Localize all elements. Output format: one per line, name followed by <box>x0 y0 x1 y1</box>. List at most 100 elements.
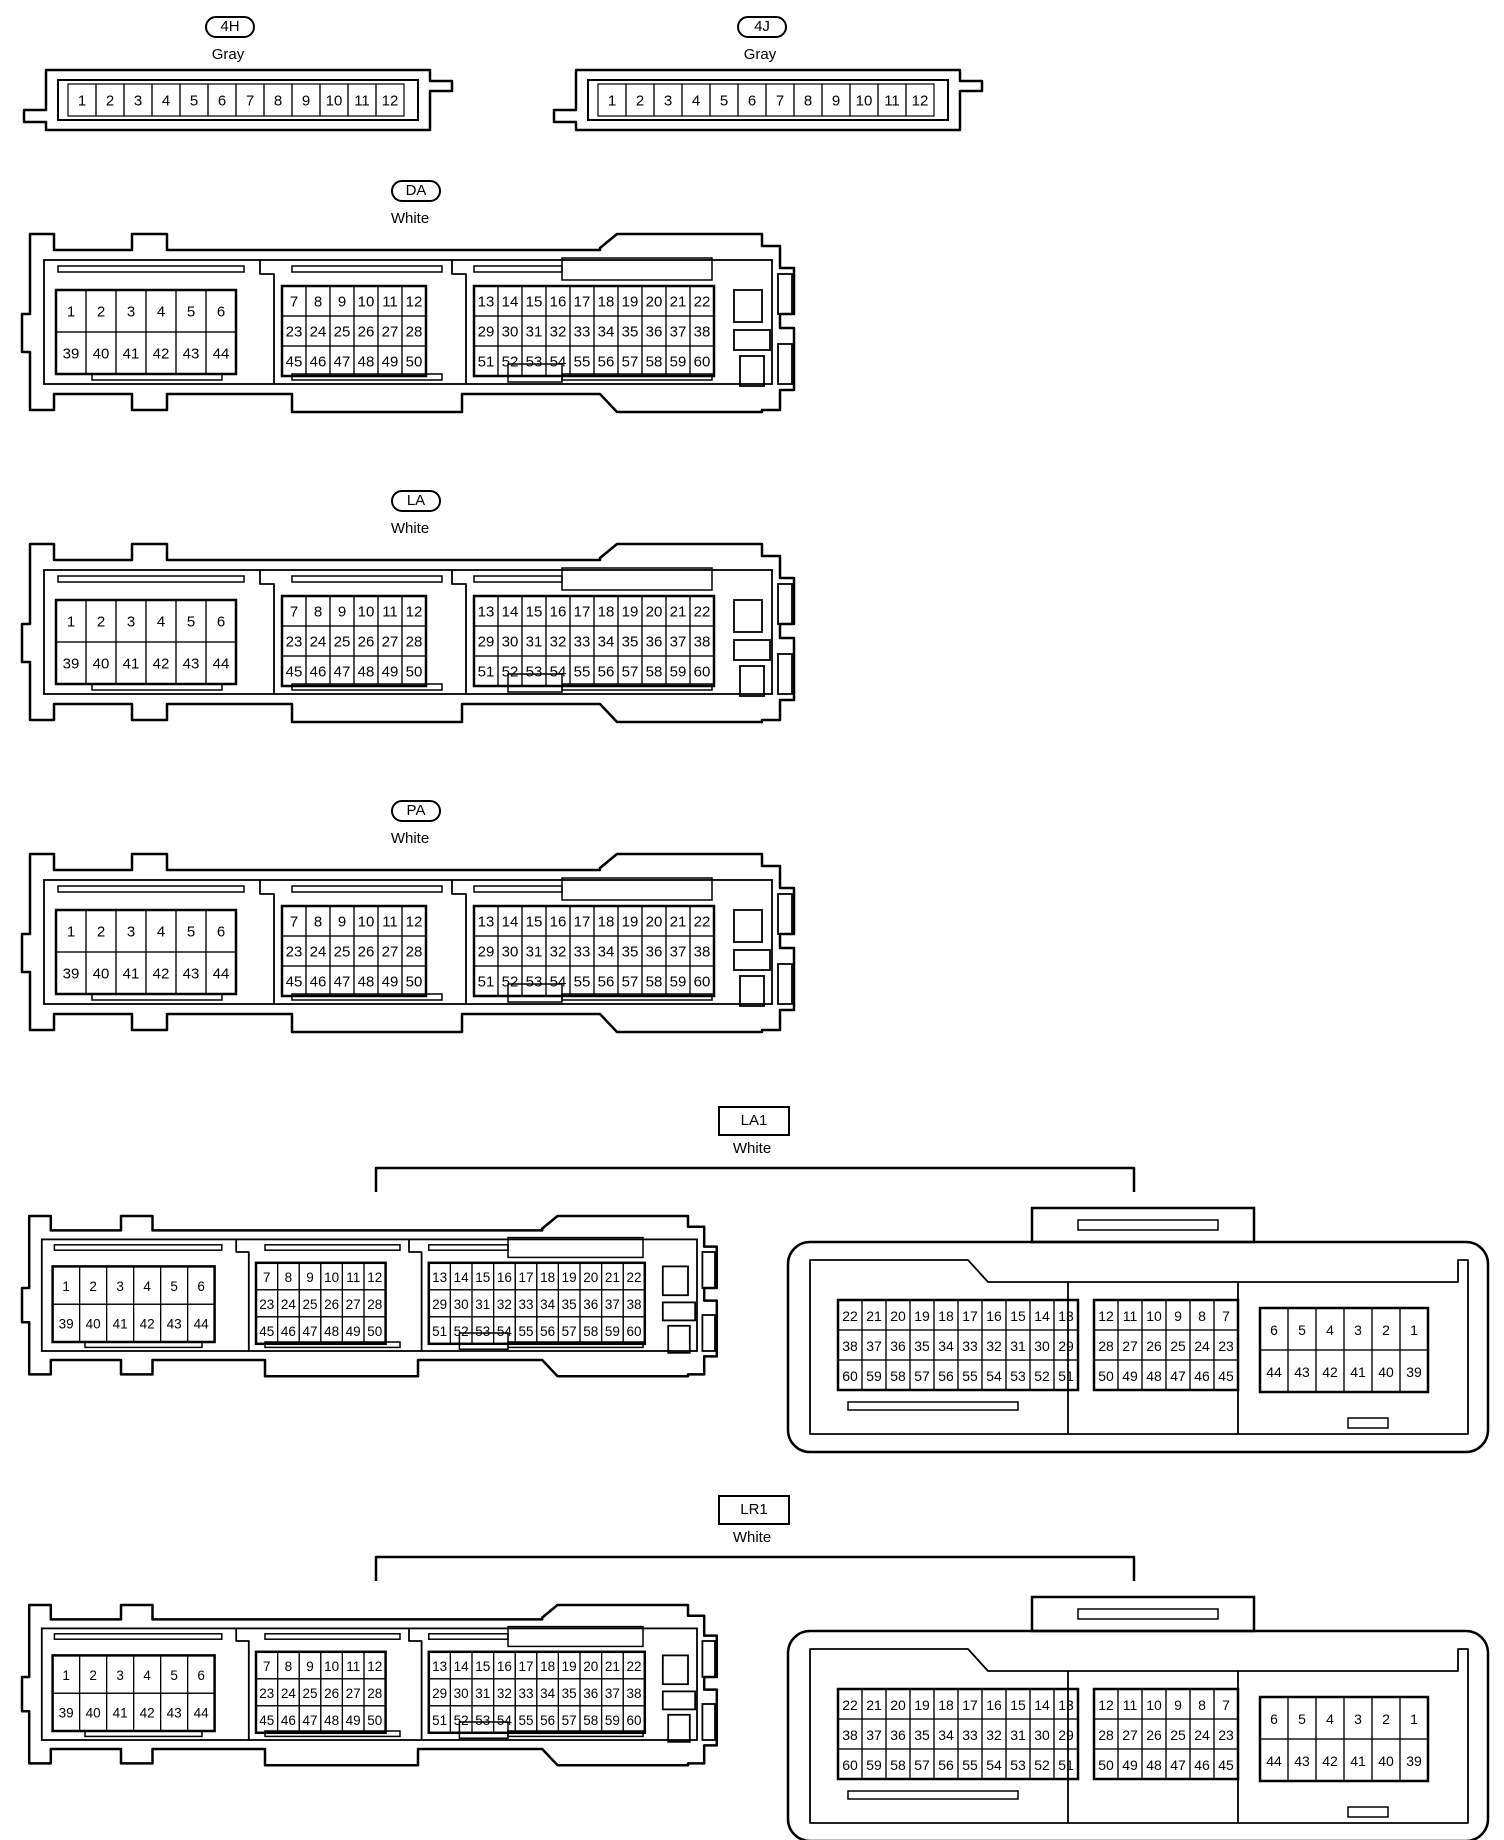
pin-12: 12 <box>367 1659 382 1674</box>
pin-53: 53 <box>1010 1368 1026 1384</box>
pin-47: 47 <box>302 1324 317 1339</box>
pin-32: 32 <box>550 324 567 341</box>
connector-la-color: White <box>390 520 430 537</box>
pin-9: 9 <box>338 294 346 311</box>
pin-32: 32 <box>550 634 567 651</box>
pin-8: 8 <box>314 914 322 931</box>
pin-2: 2 <box>97 924 105 941</box>
pin-11: 11 <box>884 93 900 110</box>
pin-14: 14 <box>502 294 519 311</box>
pin-4: 4 <box>157 614 165 631</box>
pin-10: 10 <box>358 604 375 621</box>
pin-9: 9 <box>338 604 346 621</box>
pin-12: 12 <box>406 294 423 311</box>
connector-da-color: White <box>390 210 430 227</box>
pin-14: 14 <box>454 1659 470 1674</box>
pin-1: 1 <box>1410 1711 1418 1727</box>
pin-45: 45 <box>1218 1368 1234 1384</box>
lr1-left-block2-pin-cell <box>363 1705 387 1734</box>
pin-48: 48 <box>1146 1757 1162 1773</box>
pin-4: 4 <box>162 93 170 110</box>
connector-la1-id: LA1 <box>718 1106 790 1136</box>
pin-48: 48 <box>358 354 375 371</box>
pin-5: 5 <box>190 93 198 110</box>
pin-47: 47 <box>1170 1368 1186 1384</box>
pin-43: 43 <box>183 346 200 363</box>
latch-slot <box>458 1721 509 1739</box>
connector-la-divider <box>259 570 275 694</box>
pin-19: 19 <box>562 1659 577 1674</box>
pin-48: 48 <box>1146 1368 1162 1384</box>
pin-37: 37 <box>605 1686 620 1701</box>
latch-slot <box>473 575 563 583</box>
side-tab <box>777 343 793 385</box>
connector-c4h-body <box>22 68 454 132</box>
latch-slot <box>561 877 713 901</box>
da-block3-pin-cell <box>689 345 715 377</box>
pin-50: 50 <box>406 664 423 681</box>
pin-36: 36 <box>646 944 663 961</box>
pin-60: 60 <box>694 354 711 371</box>
pin-7: 7 <box>290 914 298 931</box>
pin-47: 47 <box>302 1713 317 1728</box>
lr1-right-block2-pin-cell <box>1213 1748 1239 1780</box>
pin-24: 24 <box>310 324 327 341</box>
lr1-right-block3-pin-cell <box>1399 1738 1429 1782</box>
pin-11: 11 <box>346 1659 360 1674</box>
pin-38: 38 <box>842 1727 858 1743</box>
latch-slot <box>473 265 563 273</box>
pin-35: 35 <box>622 634 639 651</box>
pin-57: 57 <box>562 1324 577 1339</box>
pin-47: 47 <box>1170 1757 1186 1773</box>
pin-44: 44 <box>213 656 230 673</box>
pin-59: 59 <box>605 1713 620 1728</box>
pin-43: 43 <box>183 966 200 983</box>
latch-slot <box>264 1633 401 1640</box>
pin-15: 15 <box>526 914 543 931</box>
pin-1: 1 <box>67 924 75 941</box>
side-tab <box>661 1301 697 1322</box>
pin-8: 8 <box>314 604 322 621</box>
pin-16: 16 <box>550 914 567 931</box>
pin-20: 20 <box>890 1697 906 1713</box>
pin-24: 24 <box>281 1686 297 1701</box>
pin-49: 49 <box>382 664 399 681</box>
side-tab <box>733 949 771 971</box>
pin-12: 12 <box>1098 1308 1114 1324</box>
pin-12: 12 <box>406 914 423 931</box>
pin-36: 36 <box>646 634 663 651</box>
connector-la1-left-inner-frame <box>40 1238 698 1352</box>
pin-60: 60 <box>842 1368 858 1384</box>
latch-slot <box>264 1244 401 1251</box>
pin-18: 18 <box>938 1697 954 1713</box>
pin-57: 57 <box>914 1368 930 1384</box>
pin-40: 40 <box>93 346 110 363</box>
pin-18: 18 <box>598 914 615 931</box>
pa-block2-pin-cell <box>401 965 427 997</box>
pin-54: 54 <box>986 1757 1002 1773</box>
pin-31: 31 <box>475 1686 490 1701</box>
pin-46: 46 <box>281 1713 296 1728</box>
pin-9: 9 <box>302 93 310 110</box>
pin-12: 12 <box>382 93 399 110</box>
pin-29: 29 <box>1058 1338 1074 1354</box>
pin-55: 55 <box>518 1713 533 1728</box>
pin-27: 27 <box>1122 1727 1138 1743</box>
pin-43: 43 <box>1294 1753 1310 1769</box>
pin-55: 55 <box>574 664 591 681</box>
pin-19: 19 <box>562 1270 577 1285</box>
pin-46: 46 <box>310 664 327 681</box>
pin-55: 55 <box>518 1324 533 1339</box>
pin-58: 58 <box>583 1713 598 1728</box>
pin-53: 53 <box>526 354 543 371</box>
pin-39: 39 <box>1406 1364 1422 1380</box>
pin-13: 13 <box>1058 1697 1074 1713</box>
pin-32: 32 <box>497 1297 512 1312</box>
pin-22: 22 <box>842 1697 858 1713</box>
pin-45: 45 <box>286 664 303 681</box>
pin-15: 15 <box>475 1659 490 1674</box>
connector-la-id: LA <box>391 490 441 512</box>
pin-12: 12 <box>367 1270 382 1285</box>
connector-da-divider <box>451 260 467 384</box>
